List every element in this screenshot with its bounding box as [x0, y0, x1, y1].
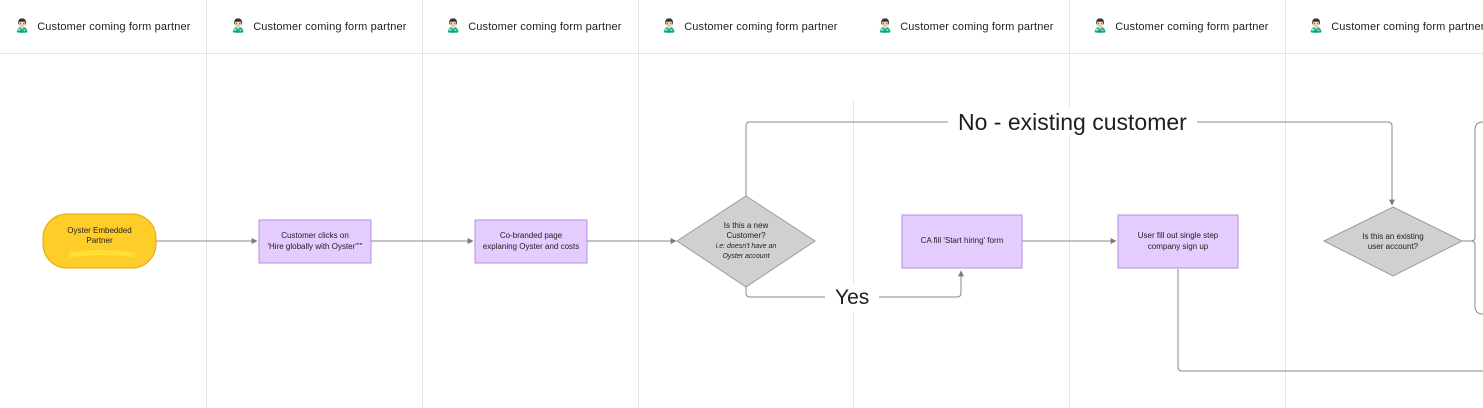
- process-node-ca-form-shape: [901, 214, 1023, 269]
- person-icon: 🙎🏻‍♂️: [1092, 19, 1109, 34]
- process-node-ca-start-hiring-form[interactable]: CA fill 'Start hiring' form: [902, 215, 1022, 268]
- process-node-customer-clicks[interactable]: Customer clicks on 'Hire globally with O…: [259, 220, 371, 263]
- node-text: Customer clicks on: [281, 231, 349, 240]
- connector-existing-up: [1462, 121, 1483, 242]
- process-node-signup-shape: [1117, 214, 1239, 269]
- swimlane-header-row: 🙎🏻‍♂️ Customer coming form partner 🙎🏻‍♂️…: [0, 0, 1483, 54]
- lane-title: Customer coming form partner: [37, 20, 191, 33]
- person-icon: 🙎🏻‍♂️: [14, 19, 31, 34]
- node-text: company sign up: [1147, 241, 1209, 251]
- node-subtext: Oyster account: [722, 252, 770, 260]
- decision-node-existing-account[interactable]: Is this an existing user account?: [1343, 222, 1443, 262]
- process-node-clicks-shape: [258, 219, 372, 264]
- node-text: 'Hire globally with Oyster'"": [267, 241, 363, 251]
- lane-title: Customer coming form partner: [253, 20, 407, 33]
- process-node-company-sign-up[interactable]: User fill out single step company sign u…: [1118, 215, 1238, 268]
- decision-node-existing-account-shape: [1322, 206, 1464, 277]
- lane-header-7[interactable]: 🙎🏻‍♂️ Customer coming form partner: [1308, 0, 1483, 53]
- lane-header-3[interactable]: 🙎🏻‍♂️ Customer coming form partner: [445, 0, 622, 53]
- node-text: Oyster Embedded: [67, 225, 132, 235]
- node-text: User fill out single step: [1137, 231, 1219, 240]
- node-text: explaning Oyster and costs: [482, 241, 580, 251]
- connector-signup-down: [1177, 269, 1483, 372]
- lane-dividers: [206, 0, 1286, 408]
- lane-title: Customer coming form partner: [1115, 20, 1269, 33]
- decision-node-new-customer-shape: [676, 195, 816, 288]
- node-text: Customer?: [726, 231, 766, 240]
- lane-title: Customer coming form partner: [1331, 20, 1483, 33]
- node-text: user account?: [1367, 242, 1419, 251]
- connector-existing-down: [1462, 240, 1483, 315]
- lane-title: Customer coming form partner: [900, 20, 1054, 33]
- process-node-co-branded-page[interactable]: Co-branded page explaning Oyster and cos…: [475, 220, 587, 263]
- node-text: Co-branded page: [499, 231, 563, 240]
- terminal-node-oyster-embedded-partner[interactable]: Oyster Embedded Partner: [43, 214, 156, 258]
- lane-header-4[interactable]: 🙎🏻‍♂️ Customer coming form partner: [661, 0, 838, 53]
- lane-header-1[interactable]: 🙎🏻‍♂️ Customer coming form partner: [14, 0, 191, 53]
- lane-title: Customer coming form partner: [684, 20, 838, 33]
- person-icon: 🙎🏻‍♂️: [1308, 19, 1325, 34]
- decision-node-new-customer[interactable]: Is this a new Customer? i.e: doesn't hav…: [697, 214, 795, 268]
- person-icon: 🙎🏻‍♂️: [445, 19, 462, 34]
- edge-label-yes[interactable]: Yes: [825, 285, 880, 311]
- person-icon: 🙎🏻‍♂️: [877, 19, 894, 34]
- node-text: Is this an existing: [1362, 231, 1424, 241]
- lane-title: Customer coming form partner: [468, 20, 622, 33]
- node-subtext: i.e: doesn't have an: [715, 242, 777, 250]
- node-text: Partner: [86, 236, 113, 245]
- edge-label-no-existing-customer[interactable]: No - existing customer: [948, 108, 1197, 136]
- person-icon: 🙎🏻‍♂️: [661, 19, 678, 34]
- highlight-scribble: [68, 250, 136, 258]
- lane-header-5[interactable]: 🙎🏻‍♂️ Customer coming form partner: [877, 0, 1054, 53]
- person-icon: 🙎🏻‍♂️: [230, 19, 247, 34]
- process-node-cobranded-shape: [474, 219, 588, 264]
- node-text: Is this a new: [723, 220, 769, 230]
- lane-header-2[interactable]: 🙎🏻‍♂️ Customer coming form partner: [230, 0, 407, 53]
- lane-header-6[interactable]: 🙎🏻‍♂️ Customer coming form partner: [1092, 0, 1269, 53]
- node-text: CA fill 'Start hiring' form: [920, 236, 1004, 246]
